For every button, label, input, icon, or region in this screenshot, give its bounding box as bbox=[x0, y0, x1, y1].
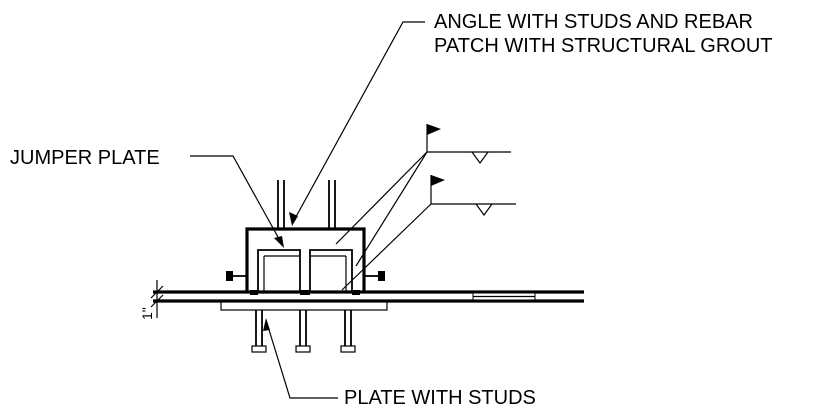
angle-label-line1: ANGLE WITH STUDS AND REBAR bbox=[434, 11, 753, 33]
jumper-plate-leader bbox=[190, 155, 284, 248]
angle-leader bbox=[289, 21, 425, 226]
jumper-plate-left bbox=[257, 249, 301, 292]
angle bbox=[245, 227, 366, 292]
rebar bbox=[277, 180, 336, 228]
plate-with-studs-label: PLATE WITH STUDS bbox=[344, 387, 536, 409]
embed-studs bbox=[251, 310, 356, 353]
slab-members bbox=[153, 290, 584, 303]
weld-symbol-upper bbox=[335, 124, 511, 267]
plate-studs-leader bbox=[263, 318, 338, 399]
dimension-label: 1" bbox=[139, 307, 155, 320]
angle-side-studs bbox=[226, 271, 385, 281]
angle-label-line2: PATCH WITH STRUCTURAL GROUT bbox=[434, 35, 773, 57]
dimension-marks bbox=[150, 280, 164, 318]
jumper-plate-label: JUMPER PLATE bbox=[10, 147, 160, 169]
jumper-plate-right bbox=[309, 249, 353, 292]
weld-symbol-lower bbox=[341, 175, 516, 291]
embed-plate bbox=[220, 301, 388, 311]
